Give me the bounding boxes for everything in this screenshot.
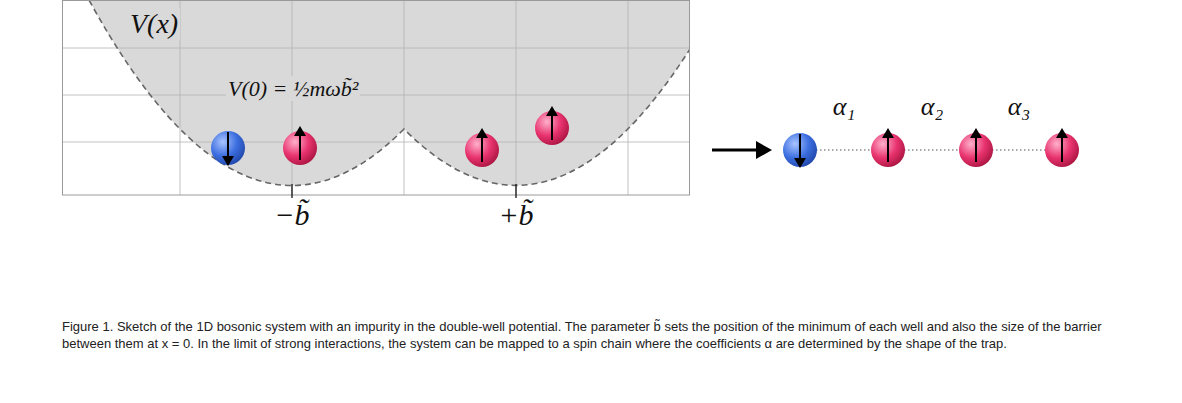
tick-label: −b̃ (272, 198, 311, 233)
spin-arrowhead (1056, 128, 1068, 138)
grid-line (404, 0, 405, 195)
well-fill (89, 0, 690, 185)
grid-line (62, 142, 690, 143)
spin-arrowhead (546, 106, 558, 116)
spin-arrowhead (476, 128, 488, 138)
grid-line (628, 0, 629, 195)
figure-caption: Figure 1. Sketch of the 1D bosonic syste… (62, 318, 1127, 352)
spin-arrowhead (882, 128, 894, 138)
axis-label: V(x) (128, 8, 180, 40)
spin-arrow (975, 134, 977, 162)
boson-ball (871, 133, 905, 167)
grid-line (62, 95, 690, 96)
spin-arrowhead (794, 158, 806, 168)
spin-arrow (481, 134, 483, 162)
potential-curve (89, 0, 690, 185)
impurity-ball (211, 131, 245, 165)
grid-line (516, 0, 517, 195)
tick-mark (515, 184, 516, 198)
mapping-arrow (712, 141, 772, 159)
boson-ball (283, 131, 317, 165)
panel-frame (63, 1, 690, 196)
grid (62, 0, 690, 195)
panel-ground (62, 0, 690, 195)
spin-arrow (799, 134, 801, 162)
grid-line (62, 48, 690, 49)
coupling-label: α₁ (831, 92, 858, 122)
spin-arrow (551, 112, 553, 140)
tick-label: +b̃ (496, 198, 535, 233)
spin-arrow (227, 132, 229, 160)
boson-ball (465, 133, 499, 167)
particles (211, 106, 569, 167)
boson-ball (959, 133, 993, 167)
spin-arrowhead (970, 128, 982, 138)
spin-arrow (1061, 134, 1063, 162)
arrow-head (756, 141, 772, 159)
coupling-label: α₃ (1006, 92, 1033, 122)
coupling-label: α₂ (919, 92, 946, 122)
boson-ball (535, 111, 569, 145)
spin-arrow (299, 132, 301, 160)
boson-ball (1045, 133, 1079, 167)
barrier-formula: V(0) = ½mωb̃² (226, 76, 360, 101)
spin-arrow (887, 134, 889, 162)
chain-link (800, 149, 1062, 150)
tick-mark (291, 184, 292, 198)
spin-chain (783, 128, 1079, 168)
arrow-shaft (712, 149, 760, 152)
potential-panel (62, 0, 690, 195)
spin-arrowhead (222, 156, 234, 166)
spin-arrowhead (294, 126, 306, 136)
impurity-ball (783, 133, 817, 167)
